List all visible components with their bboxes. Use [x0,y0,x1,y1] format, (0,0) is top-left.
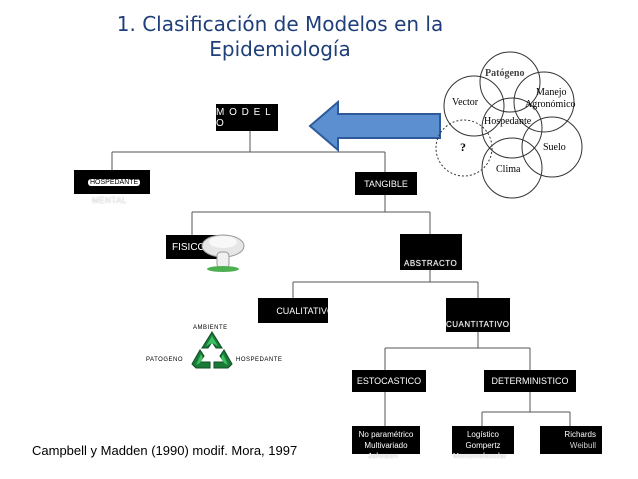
page-title: 1. Clasificación de Modelos en la Epidem… [100,12,460,62]
venn-label-question: ? [460,140,466,154]
venn-circle-patogeno [479,51,541,113]
node-richards: Richards Weibull [540,426,602,454]
citation: Campbell y Madden (1990) modif. Mora, 19… [32,443,298,458]
node-mental-label: MENTAL [92,196,127,205]
node-cualitativo-label: CUALITATIVO [276,305,334,316]
node-no-parametrico-line2: Multivariado [364,441,408,450]
node-no-parametrico: No paramétrico Multivariado [352,426,420,454]
node-modelo-label: M O D E L O [216,106,272,129]
node-richards-line1: Richards [564,430,596,439]
node-richards-line2: Weibull [569,441,596,450]
node-no-parametrico-line1: No paramétrico [358,430,414,439]
node-deterministico: DETERMINISTICO [484,370,576,392]
venn-label-suelo: Suelo [543,142,566,153]
venn-label-hospedante: Hospedante [484,116,532,127]
title-line-1: 1. Clasificación de Modelos en la [116,12,444,36]
node-cualitativo: CUALITATIVO [258,298,334,323]
node-fisico-label: FISICO [172,241,206,253]
node-abstracto-label: ABSTRACTO [404,259,458,268]
venn-label-vector: Vector [452,97,479,108]
venn-circle-hospedante [481,97,543,159]
node-tangible-label: TANGIBLE [364,178,408,189]
venn-circle-vector [443,75,505,137]
node-modelo: M O D E L O [216,104,278,131]
venn-circle-manejo [513,71,575,133]
mushroom-icon [201,234,245,272]
node-logistico-line2: Gompertz [465,441,501,450]
title-line-2: Epidemiología [209,37,351,61]
label-ambiente: AMBIENTE [193,325,228,331]
venn-circle-clima [481,137,543,199]
venn-label-manejo-2: Agronómico [525,99,576,110]
recycle-icon [191,331,233,369]
left-arrow-icon [308,100,441,152]
node-logistico-line1: Logístico [466,430,500,439]
node-abstracto [400,234,462,270]
node-no-parametrico-sub: Johnson [368,453,398,460]
node-deterministico-label: DETERMINISTICO [491,376,569,386]
label-hospedante: HOSPEDANTE [236,357,283,363]
node-tangible: TANGIBLE [355,172,417,195]
label-patogeno: PATOGENO [146,357,184,363]
node-logistico-sub: Monomolecular [453,453,508,460]
node-cuantitativo-label: CUANTITATIVO [446,320,510,329]
venn-circle-suelo [521,116,583,178]
node-logistico: Logístico Gompertz [452,426,514,454]
venn-label-patogeno: Patógeno [485,68,525,79]
epidemiology-venn-diagram [435,51,583,199]
venn-circle-unknown [435,119,493,177]
venn-label-manejo-1: Manejo [536,87,567,98]
node-estocastico-label: ESTOCASTICO [356,376,422,386]
node-mental: HOSPEDANTE [74,170,150,194]
venn-label-clima: Clima [496,164,521,175]
node-hospedante-label: HOSPEDANTE [88,178,141,186]
node-cuantitativo [446,298,510,332]
node-estocastico: ESTOCASTICO [352,370,426,392]
